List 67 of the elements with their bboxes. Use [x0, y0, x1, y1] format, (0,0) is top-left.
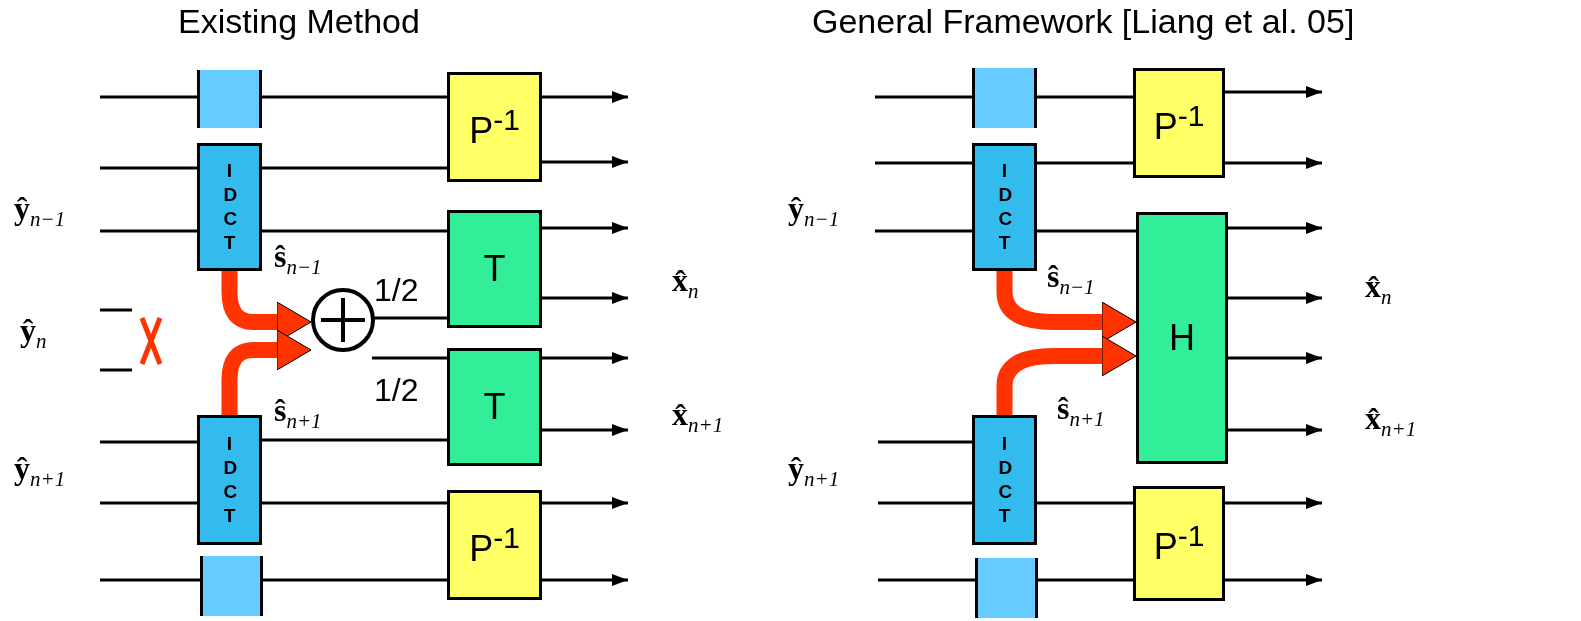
connector-line: [263, 578, 447, 582]
connector-line: [372, 356, 447, 360]
idct-block: I D C T: [197, 143, 262, 271]
signal-label: ŷ$_{n−1}$: [14, 190, 66, 233]
arrow: [1225, 574, 1322, 586]
inverse-transform-block: P$^{-1}$: [1133, 486, 1225, 601]
connector-line: [262, 438, 447, 442]
signal-label: ŷ$_{n+1}$: [14, 450, 66, 493]
adder-circle: [311, 288, 375, 352]
delay-box: [972, 68, 1037, 128]
panel-heading: Existing Method: [178, 2, 420, 41]
arrow: [542, 91, 628, 103]
arrow: [1228, 424, 1322, 436]
arrow: [542, 156, 628, 168]
arrow: [1225, 157, 1322, 169]
panel-heading: General Framework [Liang et al. 05]: [812, 2, 1355, 41]
arrow: [542, 574, 628, 586]
transform-block: H: [1136, 212, 1228, 464]
connector-line: [100, 578, 200, 582]
signal-label: ŷ$_{n−1}$: [788, 190, 840, 233]
connector-line: [262, 501, 447, 505]
arrow: [1228, 352, 1322, 364]
arrow: [1225, 497, 1322, 509]
inverse-transform-block: P$^{-1}$: [1133, 68, 1225, 178]
connector-line: [100, 440, 197, 444]
connector-line: [100, 166, 197, 170]
connector-line: [875, 229, 972, 233]
delay-box: [200, 556, 263, 616]
idct-block: I D C T: [197, 415, 262, 545]
arrow: [542, 424, 628, 436]
signal-label: x̂$_{n+1}$: [672, 396, 724, 439]
arrow: [542, 497, 628, 509]
connector-line: [1037, 229, 1136, 233]
signal-label: x̂$_{n}$: [672, 262, 699, 305]
connector-line: [1037, 501, 1133, 505]
connector-line: [878, 440, 972, 444]
arrow: [542, 292, 628, 304]
connector-line: [1038, 578, 1133, 582]
arrow: [1228, 222, 1322, 234]
connector-line: [878, 578, 975, 582]
signal-label: ŷ$_{n+1}$: [788, 450, 840, 493]
arrow: [1228, 292, 1322, 304]
connector-line: [1037, 95, 1133, 99]
connector-line: [875, 161, 972, 165]
transform-block: T: [447, 348, 542, 466]
arrow: [542, 352, 628, 364]
inverse-transform-block: P$^{-1}$: [447, 72, 542, 182]
signal-label: x̂$_{n+1}$: [1365, 400, 1417, 443]
signal-label: ŷ$_{n}$: [20, 312, 47, 355]
connector-line: [1037, 161, 1133, 165]
connector-line: [100, 229, 197, 233]
idct-block: I D C T: [972, 415, 1037, 545]
connector-line: [100, 95, 197, 99]
connector-line: [262, 166, 447, 170]
idct-block: I D C T: [972, 143, 1037, 271]
connector-line: [875, 95, 972, 99]
connector-line: [100, 501, 197, 505]
connector-line: [262, 95, 447, 99]
connector-line: [262, 229, 447, 233]
connector-line: [878, 501, 972, 505]
transform-block: T: [447, 210, 542, 328]
signal-label: x̂$_{n}$: [1365, 268, 1392, 311]
arrow: [542, 222, 628, 234]
delay-box: [975, 558, 1038, 618]
arrow: [1225, 86, 1322, 98]
delay-box: [197, 70, 262, 128]
inverse-transform-block: P$^{-1}$: [447, 490, 542, 600]
